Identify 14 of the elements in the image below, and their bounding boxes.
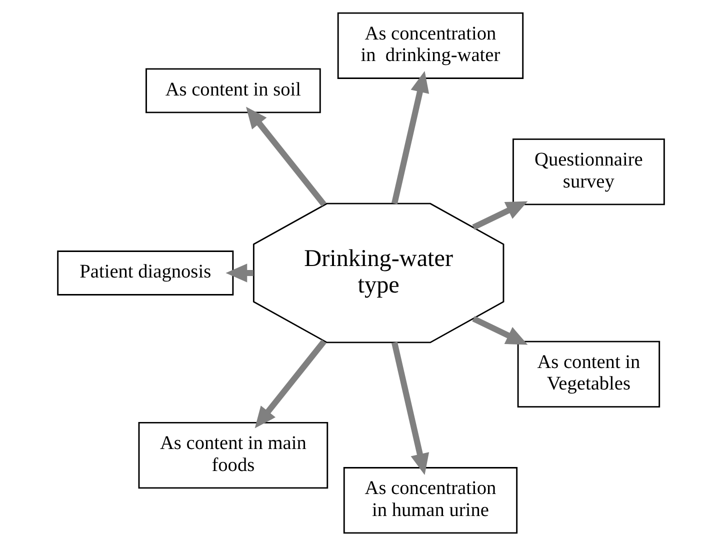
arrow xyxy=(246,106,326,206)
node-box: As concentration in human urine xyxy=(342,467,518,534)
node-box: Patient diagnosis xyxy=(56,250,234,296)
node-box: As concentration in drinking-water xyxy=(336,12,524,79)
node-box: As content in main foods xyxy=(138,422,328,489)
arrow xyxy=(391,70,429,204)
node-box: As content in Vegetables xyxy=(516,340,660,408)
arrow xyxy=(254,340,326,428)
arrow xyxy=(225,264,253,282)
node-box: Questionnaire survey xyxy=(512,138,664,206)
arrow xyxy=(391,342,429,476)
node-box: As content in soil xyxy=(145,68,320,114)
arrow xyxy=(472,316,528,345)
arrow xyxy=(472,201,528,230)
